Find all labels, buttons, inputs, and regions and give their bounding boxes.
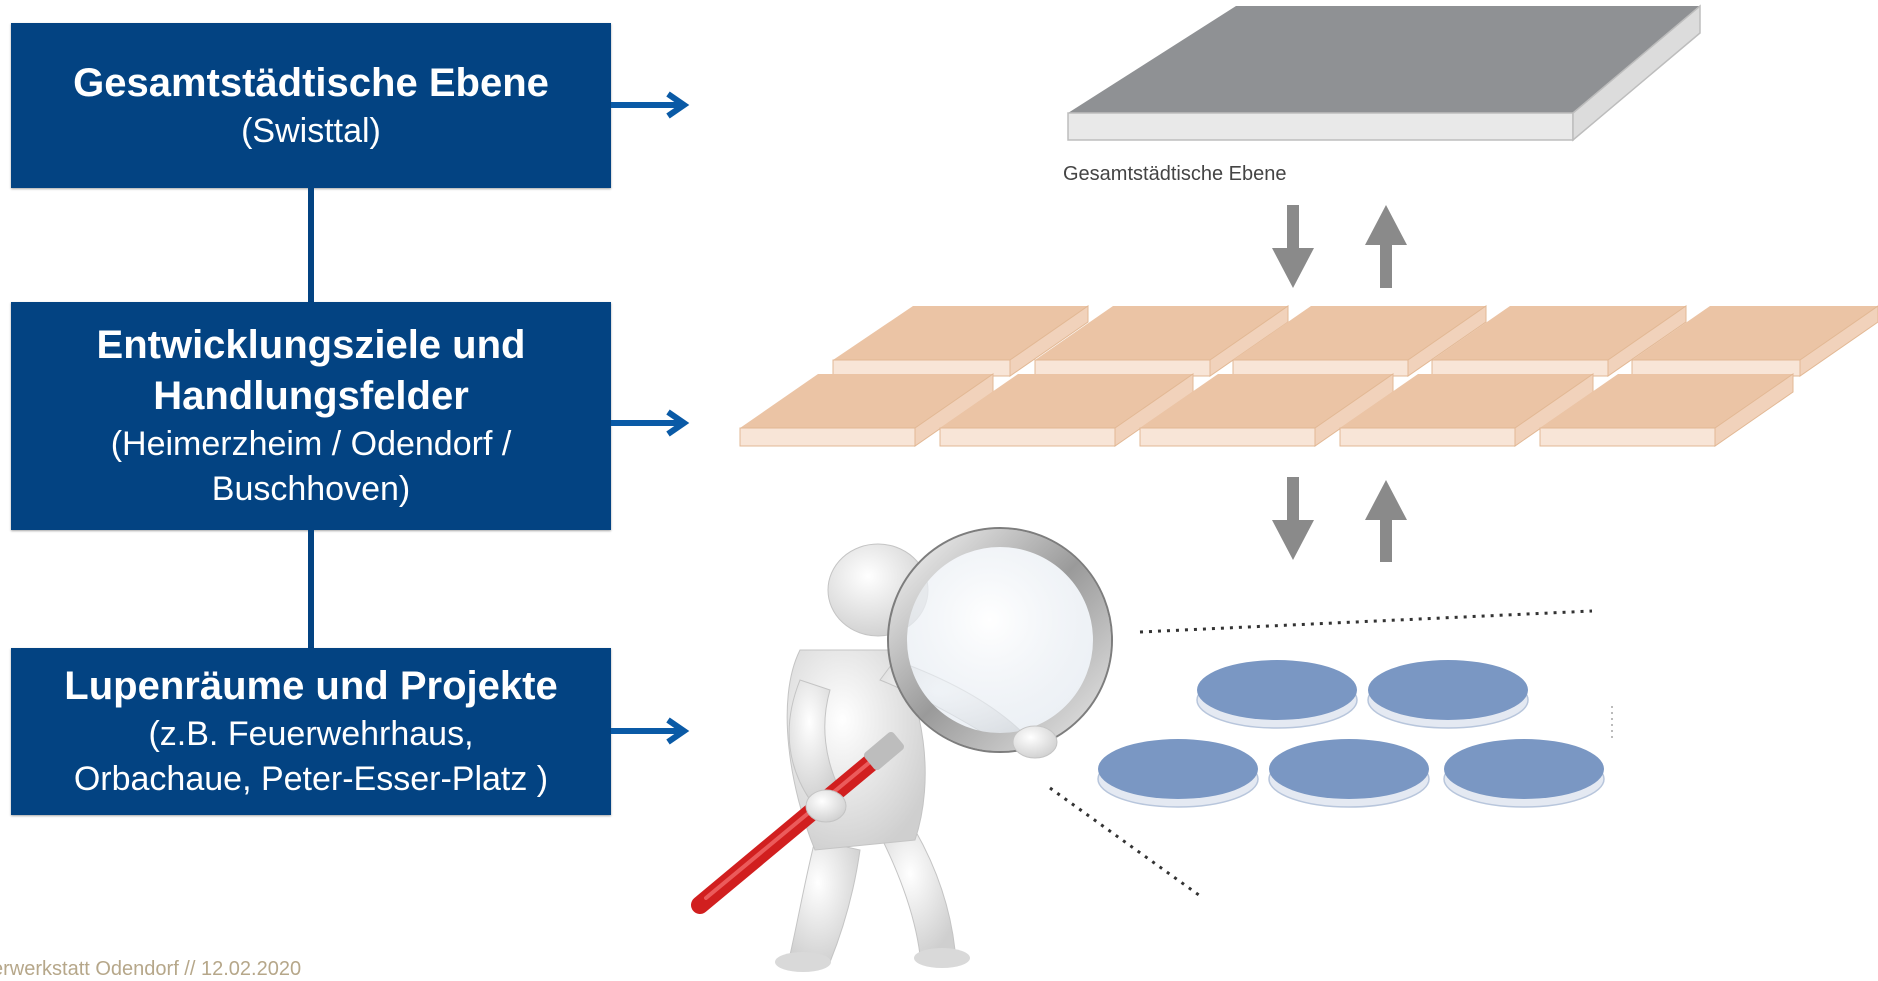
box-subtitle-line-2: Buschhoven) [211, 470, 411, 508]
disc [1268, 739, 1430, 808]
connector-line [308, 188, 314, 302]
level-arrows-bottom [1272, 477, 1407, 562]
box-entwicklungsziele: Entwicklungsziele und Handlungsfelder (H… [11, 302, 611, 530]
box-lupenraeume: Lupenräume und Projekte (z.B. Feuerwehrh… [11, 648, 611, 815]
tile [1431, 305, 1687, 377]
box-subtitle-line-1: (z.B. Feuerwehrhaus, [148, 715, 474, 753]
tile [1232, 305, 1487, 377]
box-subtitle-line-1: (Heimerzheim / Odendorf / [110, 425, 512, 463]
tile [739, 373, 994, 447]
disc [1443, 739, 1605, 808]
tiles-back-row [832, 305, 1878, 377]
box-title-line-2: Handlungsfelder [153, 374, 469, 418]
box-arrows [611, 91, 690, 745]
box-subtitle: (Swisttal) [241, 111, 381, 150]
footer-text: erwerkstatt Odendorf // 12.02.2020 [0, 958, 302, 980]
tiles-front-row [739, 373, 1794, 447]
arrow-down-icon [1272, 205, 1314, 288]
plate-caption: Gesamtstädtische Ebene [1063, 163, 1286, 185]
disc [1367, 660, 1529, 729]
tile [832, 305, 1089, 377]
tile [1539, 373, 1794, 447]
arrow-down-icon [1272, 477, 1314, 560]
arrow-up-icon [1365, 205, 1407, 288]
box-title: Lupenräume und Projekte [64, 664, 558, 708]
box-gesamtstaedtische-ebene: Gesamtstädtische Ebene (Swisttal) [11, 23, 611, 188]
box-subtitle-line-2: Orbachaue, Peter-Esser-Platz ) [73, 760, 549, 798]
disc [1097, 739, 1259, 808]
box-title-line-1: Entwicklungsziele und [96, 323, 526, 367]
tile [1034, 305, 1289, 377]
figure-with-magnifier-icon [691, 527, 1113, 972]
connector-line [308, 530, 314, 648]
arrow-up-icon [1365, 480, 1407, 562]
tile [939, 373, 1194, 447]
tile [1631, 305, 1878, 377]
arrow-right-icon [611, 717, 690, 745]
view-line-top [1139, 609, 1593, 634]
level-arrows-top [1272, 205, 1407, 288]
top-plate [1067, 4, 1701, 142]
tile [1139, 373, 1394, 447]
project-discs [1097, 660, 1605, 808]
tile [1339, 373, 1594, 447]
disc [1196, 660, 1358, 729]
box-title: Gesamtstädtische Ebene [73, 60, 549, 105]
arrow-right-icon [611, 409, 690, 437]
arrow-right-icon [611, 91, 690, 119]
